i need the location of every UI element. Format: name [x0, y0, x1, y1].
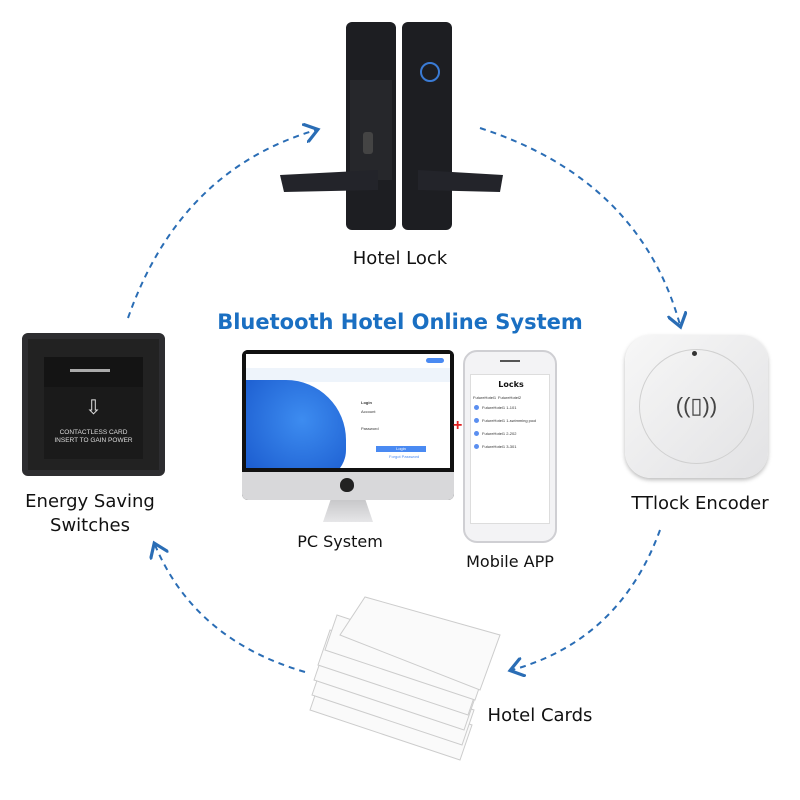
pc-password-label: Password: [361, 426, 379, 431]
pc-forgot-link: Forgot Password: [389, 454, 420, 459]
plus-icon: +: [453, 417, 463, 434]
pc-login-button: Login: [376, 446, 426, 452]
switch-text-line1: CONTACTLESS CARD: [59, 429, 128, 436]
encoder-image: ((▯)): [625, 335, 768, 478]
phone-screen: Locks FutureHotel1 FutureHotel2 FutureHo…: [470, 374, 550, 524]
hotel-lock-label: Hotel Lock: [352, 248, 448, 269]
down-arrow-icon: ⇩: [85, 397, 102, 419]
energy-switch-image: ⇩ CONTACTLESS CARD INSERT TO GAIN POWER: [22, 333, 165, 476]
app-header: Locks: [471, 380, 549, 390]
encoder-label: TTlock Encoder: [631, 493, 769, 514]
energy-switch-label-line2: Switches: [50, 515, 130, 536]
arrow-lock-to-encoder: [479, 127, 680, 325]
arrow-encoder-to-cards: [512, 529, 661, 670]
apple-logo-icon: [340, 478, 354, 492]
arrow-switch-to-lock: [127, 130, 316, 319]
pc-system-label: PC System: [297, 532, 383, 551]
app-lock-item: FutureHotel1 2-202: [482, 431, 517, 436]
app-lock-item: FutureHotel1 1-101: [482, 405, 517, 410]
app-tab-1: FutureHotel1: [473, 395, 497, 400]
arrow-cards-to-switch: [155, 545, 306, 673]
pc-screen: Login Account Password Login Forgot Pass…: [246, 354, 450, 468]
pc-account-label: Account: [361, 409, 376, 414]
pc-monitor: Login Account Password Login Forgot Pass…: [242, 350, 454, 500]
app-lock-item: FutureHotel1 3-301: [482, 444, 517, 449]
system-title: Bluetooth Hotel Online System: [217, 310, 583, 334]
nfc-card-icon: ((▯)): [675, 393, 718, 418]
energy-switch-label-line1: Energy Saving: [25, 491, 155, 512]
phone: Locks FutureHotel1 FutureHotel2 FutureHo…: [463, 350, 557, 543]
switch-text-line2: INSERT TO GAIN POWER: [54, 437, 133, 444]
energy-switch-label: Energy Saving Switches: [10, 490, 170, 538]
hotel-cards-label: Hotel Cards: [487, 705, 593, 726]
app-lock-item: FutureHotel1 1-swimming pool: [482, 418, 537, 423]
hotel-lock-image: [280, 22, 503, 230]
mobile-app-label: Mobile APP: [466, 552, 554, 571]
pc-login-title: Login: [361, 400, 372, 405]
app-tab-2: FutureHotel2: [498, 395, 522, 400]
pc-stand: [323, 500, 373, 522]
hotel-cards-image: [309, 596, 501, 761]
